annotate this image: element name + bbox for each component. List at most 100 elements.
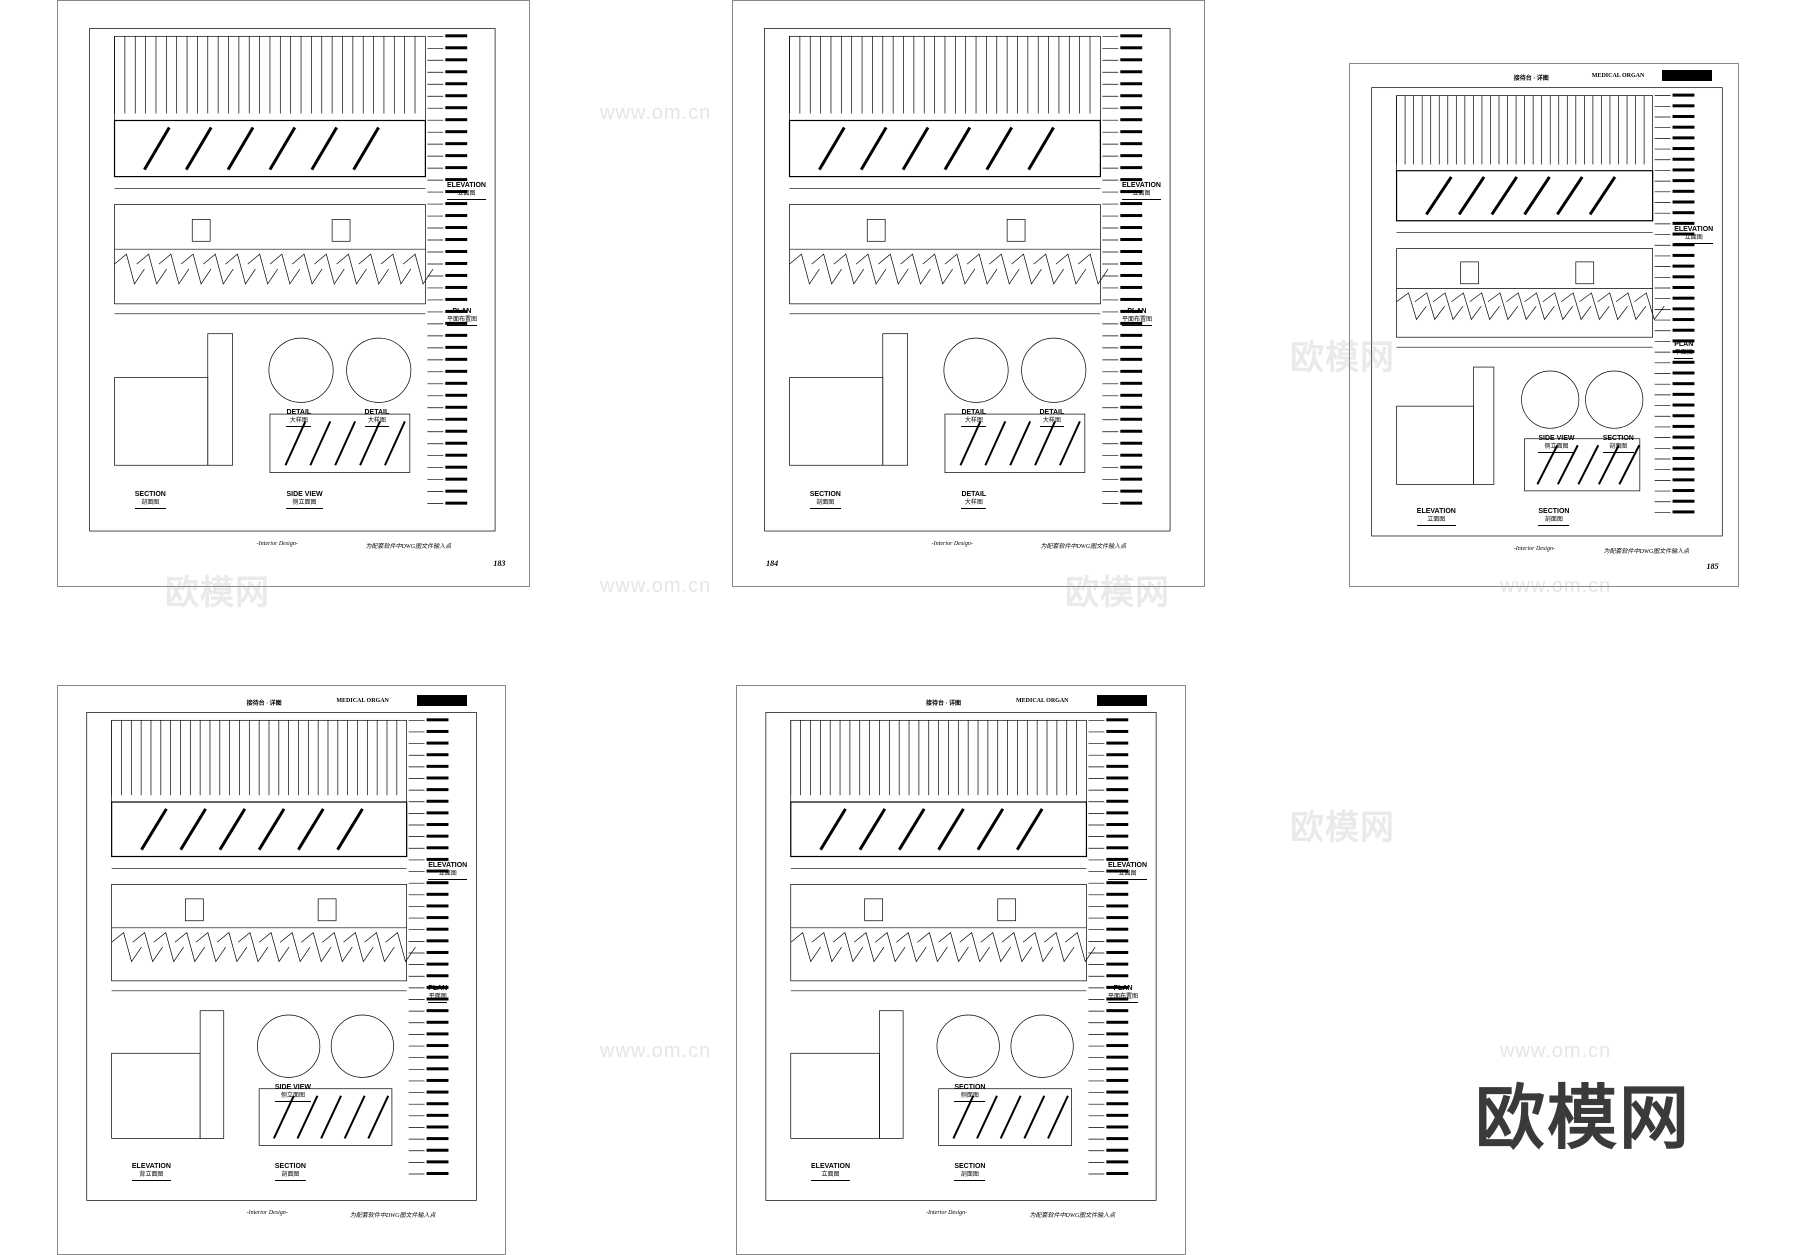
watermark-brand: 欧模网	[1290, 809, 1395, 847]
footer-title: -Interior Design-	[256, 541, 298, 548]
view-title: ELEVATION	[446, 182, 486, 190]
page-number: 185	[1706, 561, 1719, 571]
view-title: ELEVATION	[131, 1163, 171, 1171]
view-subtitle: 立面图	[438, 871, 457, 877]
cad-drawing	[1371, 87, 1723, 537]
view-title: PLAN	[1127, 307, 1147, 315]
view-title: ELEVATION	[1108, 862, 1148, 869]
view-subtitle: 平面图	[428, 993, 447, 1000]
view-subtitle: 立面图	[1118, 871, 1137, 877]
view-subtitle: 立面图	[457, 191, 476, 198]
sheet-header: 接待台 · 详图	[246, 701, 282, 708]
view-subtitle: 平面布置图	[1108, 993, 1139, 1000]
footer-title: -Interior Design-	[246, 1210, 288, 1217]
view-label: ELEVATION 立面图	[1108, 861, 1148, 880]
view-subtitle: 平面布置图	[1121, 316, 1152, 323]
view-subtitle: 立面图	[1132, 191, 1151, 198]
cad-drawing	[86, 712, 477, 1201]
view-subtitle: 大样图	[289, 418, 308, 425]
view-subtitle: 侧面图	[960, 1093, 979, 1100]
watermark-url: www.om.cn	[1500, 1040, 1612, 1062]
view-subtitle: 剖面图	[141, 499, 160, 506]
cad-drawing	[764, 27, 1171, 532]
view-title: DETAIL	[364, 409, 390, 417]
view-subtitle: 剖面图	[816, 499, 835, 506]
view-subtitle: 立面图	[1427, 517, 1446, 524]
view-subtitle: 侧立面图	[292, 499, 317, 506]
watermark-url: www.om.cn	[600, 102, 712, 124]
view-title: SIDE VIEW	[286, 490, 323, 498]
footer-note: 为配套软件中DWG图文件输入点	[1029, 1213, 1116, 1220]
footer-note: 为配套软件中DWG图文件输入点	[1603, 549, 1690, 556]
view-subtitle: 平面图	[1674, 350, 1693, 357]
page-number: 184	[766, 558, 779, 568]
view-title: ELEVATION	[428, 862, 468, 869]
view-title: ELEVATION	[1121, 182, 1161, 190]
footer-title: -Interior Design-	[931, 541, 973, 548]
view-title: SECTION	[1602, 434, 1634, 442]
view-title: ELEVATION	[1416, 508, 1456, 516]
title-block	[1097, 695, 1147, 707]
view-subtitle: 大样图	[367, 418, 386, 425]
view-subtitle: 平面布置图	[446, 316, 477, 323]
footer-title: -Interior Design-	[926, 1210, 968, 1217]
view-title: DETAIL	[1039, 409, 1065, 417]
view-title: DETAIL	[961, 409, 987, 417]
footer-note: 为配套软件中DWG图文件输入点	[365, 544, 452, 551]
sheet-header: 接待台 · 详图	[1513, 76, 1549, 83]
view-title: PLAN	[428, 984, 448, 992]
cad-drawing	[765, 712, 1157, 1201]
view-title: PLAN	[452, 307, 472, 315]
footer-title: -Interior Design-	[1513, 546, 1555, 553]
footer-note: 为配套软件中DWG图文件输入点	[1040, 544, 1127, 551]
view-title: SECTION	[954, 1163, 986, 1171]
view-subtitle: 剖面图	[281, 1172, 300, 1179]
view-subtitle: 剖面图	[960, 1172, 979, 1179]
view-subtitle: 立面图	[1684, 235, 1703, 242]
view-title: SECTION	[274, 1163, 306, 1171]
view-subtitle: 剖面图	[1544, 517, 1563, 524]
footer-note: 为配套软件中DWG图文件输入点	[349, 1213, 436, 1220]
page-number: 183	[493, 558, 506, 568]
view-title: SIDE VIEW	[274, 1084, 312, 1092]
watermark-url: www.om.cn	[600, 1040, 712, 1062]
sheet-header: 接待台 · 详图	[926, 701, 962, 708]
cad-drawing	[89, 27, 496, 532]
view-title: SECTION	[1538, 508, 1570, 516]
view-title: SIDE VIEW	[1538, 434, 1575, 442]
view-title: DETAIL	[961, 490, 987, 498]
brand-logo: 欧模网	[1475, 1077, 1691, 1159]
sheet-header-en: MEDICAL ORGAN	[1591, 73, 1645, 80]
view-subtitle: 大样图	[964, 499, 983, 506]
view-subtitle: 侧立面图	[280, 1093, 305, 1100]
view-title: PLAN	[1674, 341, 1694, 349]
view-title: ELEVATION	[811, 1163, 851, 1171]
view-subtitle: 剖面图	[1609, 443, 1628, 450]
view-subtitle: 大样图	[1042, 418, 1061, 425]
